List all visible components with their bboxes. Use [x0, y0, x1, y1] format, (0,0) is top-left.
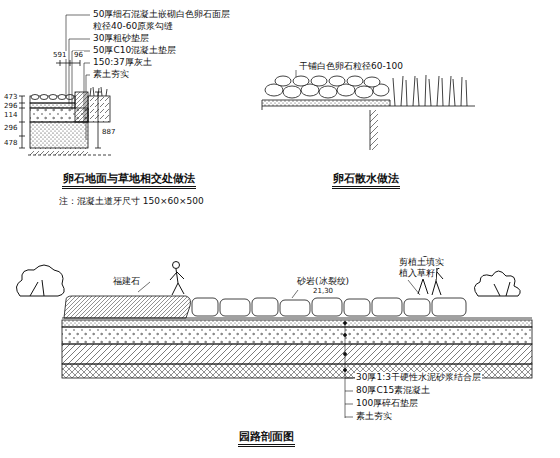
- material-note: 砂岩(冰裂纹): [296, 276, 350, 287]
- dimension: 887: [101, 128, 116, 136]
- material-note: 剪植土填实: [398, 257, 445, 268]
- layer-note: 100厚碎石垫层: [355, 398, 419, 409]
- drawing-caption: 卵石地面与草地相交处做法: [62, 172, 196, 189]
- dimension: 114: [3, 111, 18, 119]
- material-note: 50厚细石混凝土嵌砌白色卵石面层: [92, 9, 231, 20]
- material-note: 植入草籽: [398, 268, 436, 279]
- material-note: 粒径40-60原浆勾缝: [92, 21, 174, 32]
- material-note: 干铺白色卵石粒径60-100: [298, 61, 404, 72]
- dimension: 473: [3, 93, 18, 101]
- layer-note: 80厚C15素混凝土: [355, 385, 431, 396]
- dimension: 296: [3, 102, 18, 110]
- material-note: 素土夯实: [92, 69, 130, 80]
- layer-note: 30厚1:3干硬性水泥砂浆结合层: [355, 372, 482, 383]
- layer-note: 素土夯实: [355, 411, 393, 422]
- dimension: 296: [3, 124, 18, 132]
- figures-and-shrubs: [16, 257, 520, 297]
- cobble-drainage-section: [262, 70, 475, 150]
- note: 注：混凝土道牙尺寸 150×60×500: [58, 196, 205, 207]
- dimension: 96: [73, 51, 84, 59]
- material-note: 30厚粗砂垫层: [92, 33, 150, 44]
- garden-path-section: [62, 280, 532, 418]
- material-note: 福建石: [112, 276, 141, 287]
- material-note: 50厚C10混凝土垫层: [92, 45, 177, 56]
- drawing-caption: 园路剖面图: [238, 430, 295, 447]
- dimension: 21,30: [312, 287, 334, 295]
- dimension: 478: [3, 139, 18, 147]
- dimension: 591: [52, 51, 67, 59]
- drawing-caption: 卵石散水做法: [332, 172, 400, 189]
- material-note: 150:37厚灰土: [92, 57, 153, 68]
